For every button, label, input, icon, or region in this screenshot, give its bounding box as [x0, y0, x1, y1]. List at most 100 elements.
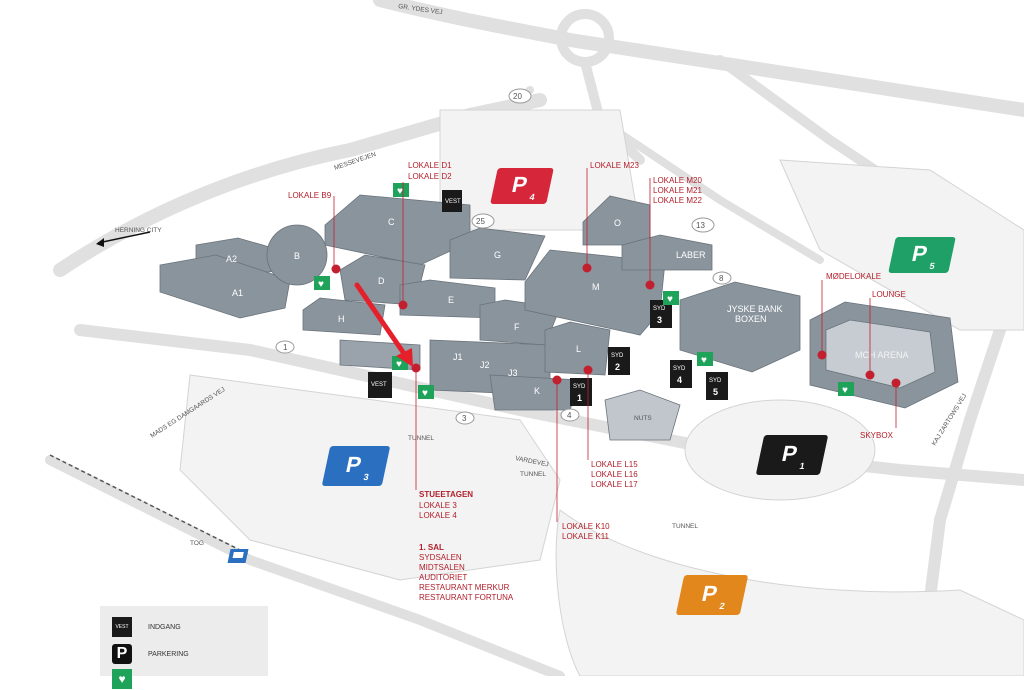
svg-text:1: 1: [577, 393, 582, 403]
entrance-vest-north: VEST: [442, 190, 462, 212]
label-lounge: LOUNGE: [872, 290, 906, 299]
svg-text:♥: ♥: [701, 355, 707, 366]
label-l17: LOKALE L17: [591, 480, 638, 489]
road-number-4: 4: [567, 411, 572, 420]
parking-signs: P 4 P 5 P 3 P 1 P 2: [322, 168, 956, 615]
label-m21: LOKALE M21: [653, 186, 702, 195]
label-k10: LOKALE K10: [562, 522, 610, 531]
building-label-a2: A2: [226, 254, 237, 264]
building-l: [544, 321, 611, 376]
label-modelokale: MØDELOKALE: [826, 272, 881, 281]
venue-map: A2 A1 B C D E F G H J1 J2 J3 K L M O LAB…: [45, 0, 1024, 676]
aed-heart-icon: ♥: [838, 382, 854, 396]
svg-text:♥: ♥: [397, 186, 403, 197]
label-1-sal: 1. SAL: [419, 543, 444, 552]
svg-text:VEST: VEST: [371, 382, 387, 388]
entrance-icon: VEST: [112, 617, 132, 637]
building-laber: [621, 234, 713, 271]
building-label-k: K: [534, 386, 540, 396]
aed-heart-icon: ♥: [314, 276, 330, 290]
label-d1: LOKALE D1: [408, 161, 452, 170]
svg-text:♥: ♥: [842, 385, 848, 396]
building-label-j3: J3: [508, 368, 518, 378]
entrance-syd-5: SYD 5: [706, 372, 728, 400]
road-number-markers: 20 25 13 8 1 3 4: [275, 88, 732, 425]
svg-text:5: 5: [713, 387, 718, 397]
building-a1: [159, 254, 291, 319]
label-b9: LOKALE B9: [288, 191, 332, 200]
building-nuts: [604, 389, 681, 441]
label-k11: LOKALE K11: [562, 532, 610, 541]
svg-text:P: P: [344, 452, 364, 477]
building-label-f: F: [514, 322, 520, 332]
building-label-nuts: NUTS: [634, 415, 652, 422]
svg-text:3: 3: [363, 472, 370, 482]
building-label-c: C: [388, 217, 395, 227]
legend-parking: P PARKERING: [112, 643, 189, 665]
label-auditoriet: AUDITORIET: [419, 573, 467, 582]
label-merkur: RESTAURANT MERKUR: [419, 583, 510, 592]
building-label-g: G: [494, 250, 501, 260]
svg-text:1: 1: [799, 461, 806, 471]
buildings: [159, 194, 959, 441]
map-legend: VEST INDGANG P PARKERING ♥: [100, 606, 268, 689]
parking-sign-p3: P 3: [322, 446, 390, 486]
arrow-left-icon: [96, 231, 151, 247]
svg-text:P: P: [780, 441, 800, 466]
building-label-j1: J1: [453, 352, 463, 362]
train-icon: [227, 549, 249, 563]
parking-sign-p1: P 1: [756, 435, 828, 475]
building-label-a1: A1: [232, 288, 243, 298]
label-m23: LOKALE M23: [590, 161, 639, 170]
building-label-e: E: [448, 295, 454, 305]
svg-text:SYD: SYD: [709, 378, 722, 384]
label-l16: LOKALE L16: [591, 470, 638, 479]
svg-text:♥: ♥: [396, 359, 402, 370]
svg-text:SYD: SYD: [673, 366, 686, 372]
boxen-label-2: BOXEN: [735, 314, 767, 324]
aed-heart-icon: ♥: [663, 291, 679, 305]
road-number-1: 1: [283, 343, 288, 352]
building-label-j2: J2: [480, 360, 490, 370]
aed-heart-icon: ♥: [393, 183, 409, 197]
parking-sign-p2: P 2: [676, 575, 748, 615]
aed-heart-icon: ♥: [112, 669, 132, 689]
tunnel-label-1: TUNNEL: [408, 435, 434, 442]
location-markers: [331, 263, 901, 388]
svg-text:♥: ♥: [422, 388, 428, 399]
legend-aed: ♥: [112, 668, 148, 690]
svg-text:2: 2: [615, 362, 620, 372]
aed-icons: ♥ ♥ ♥ ♥ ♥ ♥ ♥: [314, 183, 854, 399]
road-number-13: 13: [696, 221, 705, 230]
building-label-h: H: [338, 314, 345, 324]
svg-text:P: P: [700, 581, 720, 606]
entrance-vest-south: VEST: [368, 372, 392, 398]
building-label-m: M: [592, 282, 600, 292]
label-lokale-3: LOKALE 3: [419, 501, 457, 510]
label-d2: LOKALE D2: [408, 172, 452, 181]
road-number-3: 3: [462, 414, 467, 423]
svg-text:P: P: [510, 172, 530, 197]
boxen-label-1: JYSKE BANK: [727, 304, 783, 314]
tog-label: TOG: [190, 540, 204, 547]
road-name-city: HERNING CITY: [115, 227, 162, 234]
arena-label: MCH ARENA: [855, 350, 909, 360]
building-label-l: L: [576, 344, 581, 354]
building-labels: A2 A1 B C D E F G H J1 J2 J3 K L M O LAB…: [226, 217, 909, 422]
aed-heart-icon: ♥: [418, 385, 434, 399]
parking-sign-p5: P 5: [888, 237, 956, 273]
legend-parking-label: PARKERING: [148, 650, 189, 658]
legend-entrance: VEST INDGANG: [112, 616, 181, 638]
building-boxen: [679, 281, 801, 373]
svg-text:VEST: VEST: [445, 199, 461, 205]
road-number-25: 25: [476, 217, 485, 226]
svg-text:3: 3: [657, 315, 662, 325]
label-m22: LOKALE M22: [653, 196, 702, 205]
building-label-d: D: [378, 276, 385, 286]
road-number-20: 20: [513, 92, 522, 101]
